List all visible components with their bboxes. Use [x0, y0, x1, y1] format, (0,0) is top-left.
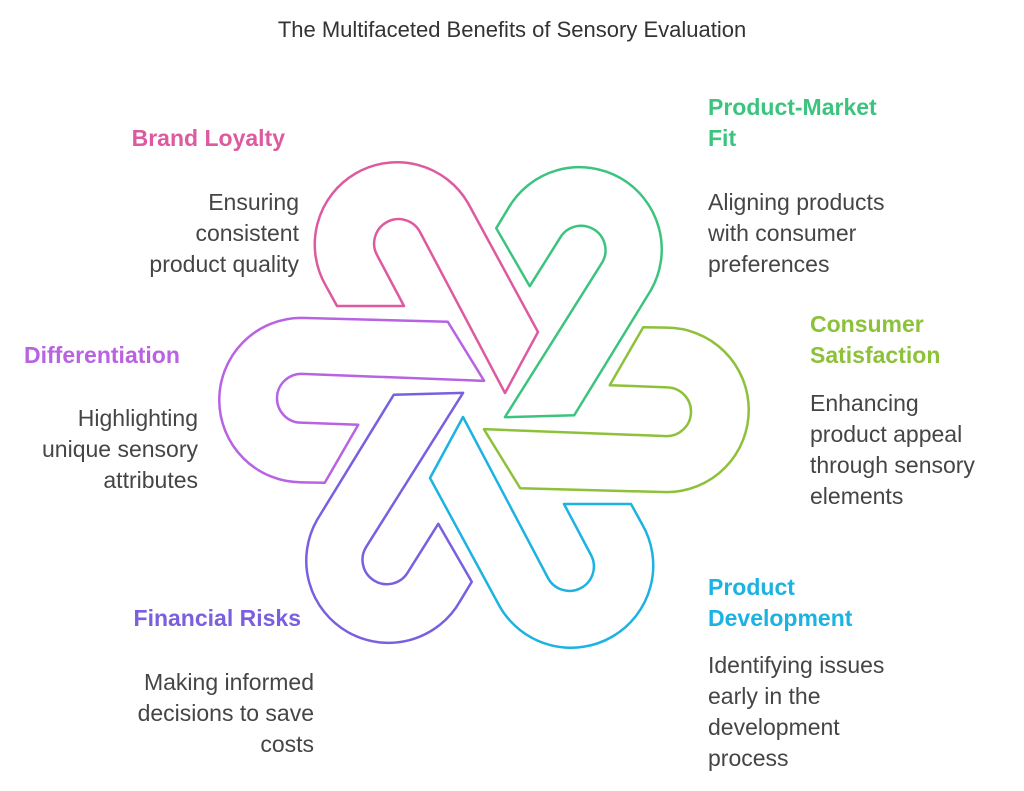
- financial-risks-loop: [305, 391, 474, 645]
- brand-loyalty-loop: [313, 161, 540, 395]
- product-market-fit-loop: [494, 165, 663, 419]
- diagram-title: The Multifaceted Benefits of Sensory Eva…: [277, 17, 747, 42]
- brand-loyalty-title: Brand Loyalty: [131, 125, 285, 151]
- differentiation-loop: [218, 316, 486, 485]
- differentiation-title: Differentiation: [24, 342, 180, 368]
- product-development-loop: [428, 415, 655, 649]
- financial-risks-title: Financial Risks: [133, 605, 301, 631]
- consumer-satisfaction-loop: [482, 325, 750, 494]
